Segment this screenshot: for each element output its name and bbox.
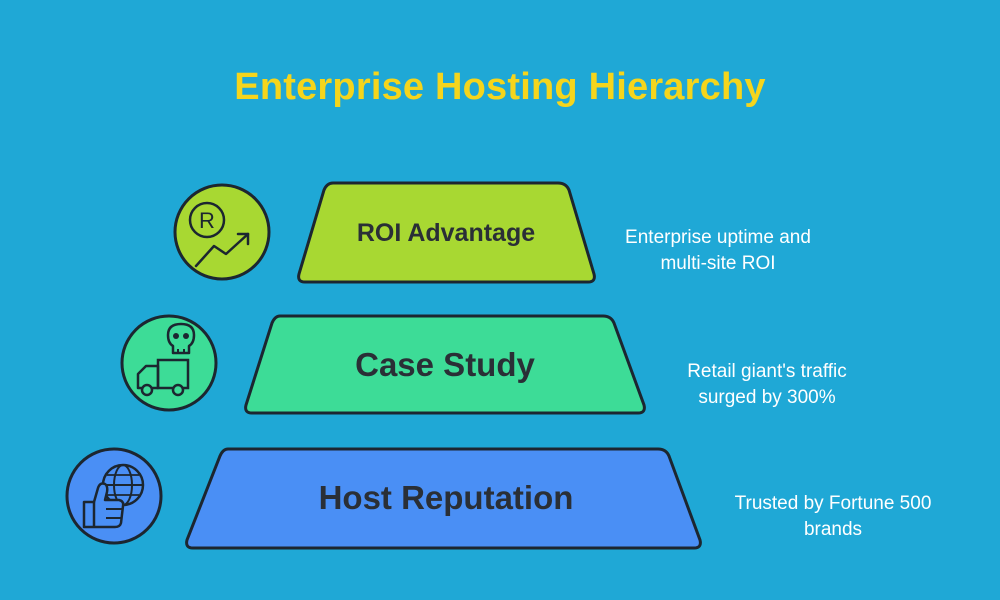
- diagram-title: Enterprise Hosting Hierarchy: [234, 66, 766, 108]
- description-line: multi-site ROI: [660, 253, 776, 274]
- tier-label-roi-advantage: ROI Advantage: [357, 219, 535, 247]
- tier-host-reputation: Host Reputation: [65, 447, 702, 550]
- description-line: Retail giant's traffic: [687, 361, 847, 382]
- tier-case-study: Case Study: [120, 314, 646, 415]
- tier-shape-host-reputation: [185, 447, 702, 550]
- tier-description-roi-advantage: Enterprise uptime and multi-site ROI: [608, 225, 828, 277]
- svg-text:R: R: [199, 208, 215, 233]
- description-line: Trusted by Fortune 500: [734, 493, 932, 514]
- description-line: Enterprise uptime and: [625, 227, 811, 248]
- tier-label-host-reputation: Host Reputation: [319, 479, 574, 516]
- tier-shape-roi-advantage: [297, 181, 596, 284]
- globe-thumbs-up-icon: [65, 447, 163, 545]
- description-line: brands: [803, 519, 863, 540]
- tier-description-host-reputation: Trusted by Fortune 500 brands: [713, 491, 953, 543]
- tier-label-case-study: Case Study: [355, 346, 535, 383]
- tier-roi-advantage: ROI Advantage R: [173, 181, 596, 284]
- description-line: surged by 300%: [698, 387, 836, 408]
- tier-description-case-study: Retail giant's traffic surged by 300%: [657, 359, 877, 411]
- tier-shape-case-study: [244, 314, 646, 415]
- truck-skull-icon: [120, 314, 218, 412]
- roi-growth-icon: R: [173, 183, 271, 281]
